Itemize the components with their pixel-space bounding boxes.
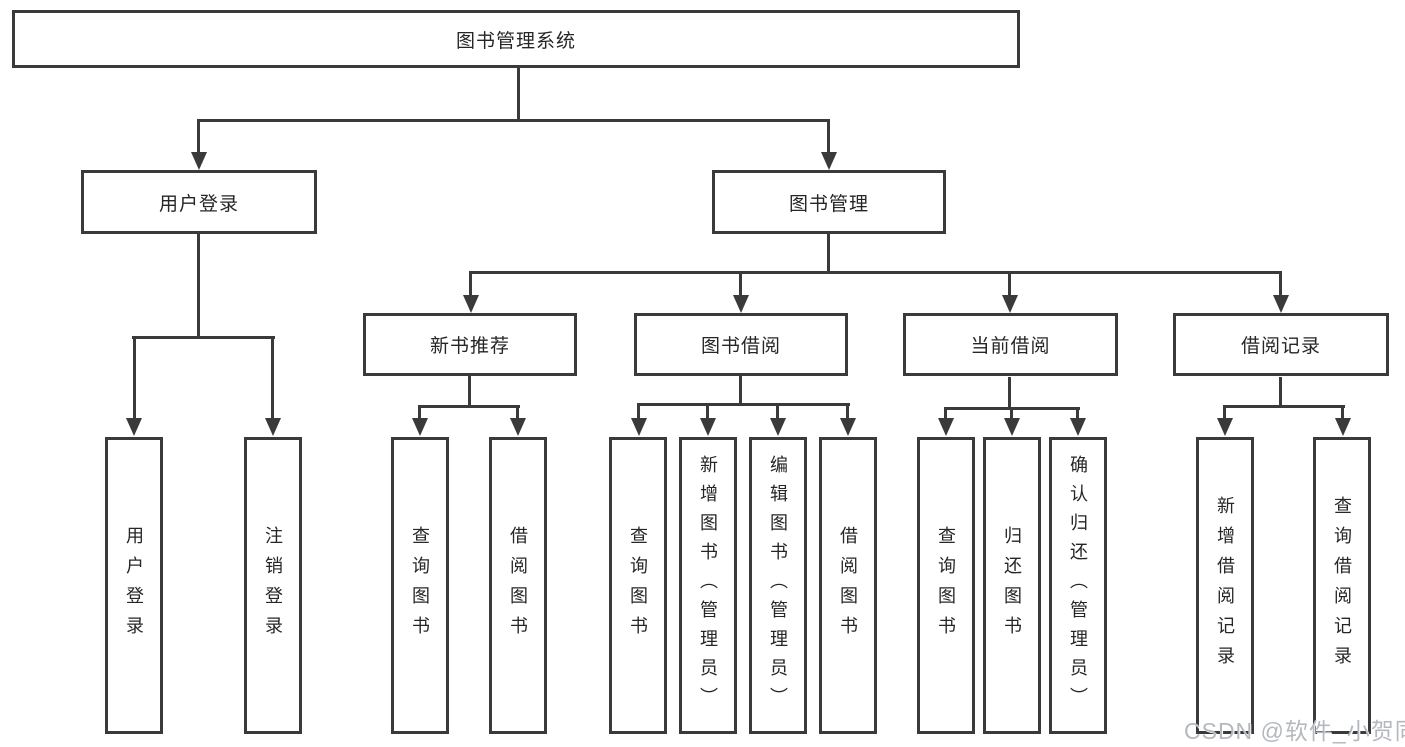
connector-borrow-record-rail [1223,405,1345,408]
connector-book-mgmt-stem [827,234,830,274]
connector-root-stem [517,68,520,122]
arrowhead-br2-icon [1335,418,1351,436]
connector-book-borrow-stem [739,376,742,405]
connector-br2-shaft [1341,405,1344,420]
leaf-cb-confirm-return-admin: 确认归还（管理员） [1049,437,1107,734]
connector-user-login-shaft [197,119,200,154]
arrowhead-user-login-icon [191,152,207,170]
leaf-bb-edit-book-admin: 编辑图书（管理员） [749,437,807,734]
arrowhead-logout-icon [265,418,281,436]
node-new-book: 新书推荐 [363,313,577,376]
node-borrow-record: 借阅记录 [1173,313,1389,376]
connector-bb2-shaft [706,403,709,420]
connector-borrow-record-stem [1279,377,1282,407]
leaf-user-login: 用户登录 [105,437,163,734]
arrowhead-br1-icon [1217,418,1233,436]
connector-cb3-shaft [1076,407,1079,420]
connector-borrow-record-shaft [1279,271,1282,297]
connector-book-borrow-shaft [739,271,742,297]
leaf-br-query-record: 查询借阅记录 [1313,437,1371,734]
node-book-borrow: 图书借阅 [634,313,848,376]
leaf-bb-add-book-admin: 新增图书（管理员） [679,437,737,734]
connector-bb4-shaft [846,403,849,420]
arrowhead-borrow-record-icon [1273,295,1289,313]
arrowhead-book-borrow-icon [733,295,749,313]
connector-login-shaft [133,336,136,420]
connector-current-borrow-shaft [1008,271,1011,297]
connector-cb2-shaft [1010,407,1013,420]
leaf-cb-query-book: 查询图书 [917,437,975,734]
connector-new-book-stem [468,376,471,407]
leaf-br-add-record: 新增借阅记录 [1196,437,1254,734]
arrowhead-current-borrow-icon [1002,295,1018,313]
arrowhead-bb3-icon [770,418,786,436]
connector-current-borrow-stem [1008,377,1011,409]
connector-new-book-shaft [469,271,472,297]
connector-logout-shaft [271,336,274,420]
connector-new-book-rail [418,405,520,408]
arrowhead-nb1-icon [412,418,428,436]
arrowhead-nb2-icon [510,418,526,436]
connector-br1-shaft [1223,405,1226,420]
leaf-nb-query-book: 查询图书 [391,437,449,734]
connector-bb3-shaft [776,403,779,420]
connector-level2-rail [197,119,830,122]
arrowhead-cb3-icon [1070,418,1086,436]
connector-nb1-shaft [418,405,421,420]
leaf-logout: 注销登录 [244,437,302,734]
arrowhead-bb2-icon [700,418,716,436]
node-current-borrow: 当前借阅 [903,313,1118,376]
connector-user-login-rail [132,336,275,339]
arrowhead-login-icon [126,418,142,436]
leaf-cb-return-book: 归还图书 [983,437,1041,734]
connector-book-mgmt-shaft [827,119,830,154]
arrowhead-bb1-icon [631,418,647,436]
node-book-mgmt: 图书管理 [712,170,946,234]
connector-level3-rail [469,271,1282,274]
connector-book-borrow-rail [637,403,850,406]
leaf-bb-query-book: 查询图书 [609,437,667,734]
arrowhead-cb1-icon [938,418,954,436]
leaf-bb-borrow-book: 借阅图书 [819,437,877,734]
leaf-nb-borrow-book: 借阅图书 [489,437,547,734]
node-root: 图书管理系统 [12,10,1020,68]
node-user-login: 用户登录 [81,170,317,234]
connector-bb1-shaft [637,403,640,420]
connector-cb1-shaft [944,407,947,420]
arrowhead-bb4-icon [840,418,856,436]
arrowhead-new-book-icon [463,295,479,313]
csdn-watermark: CSDN @软件_小贺同学 [1184,718,1405,744]
arrowhead-book-mgmt-icon [821,152,837,170]
connector-nb2-shaft [516,405,519,420]
arrowhead-cb2-icon [1004,418,1020,436]
connector-user-login-stem [197,234,200,338]
